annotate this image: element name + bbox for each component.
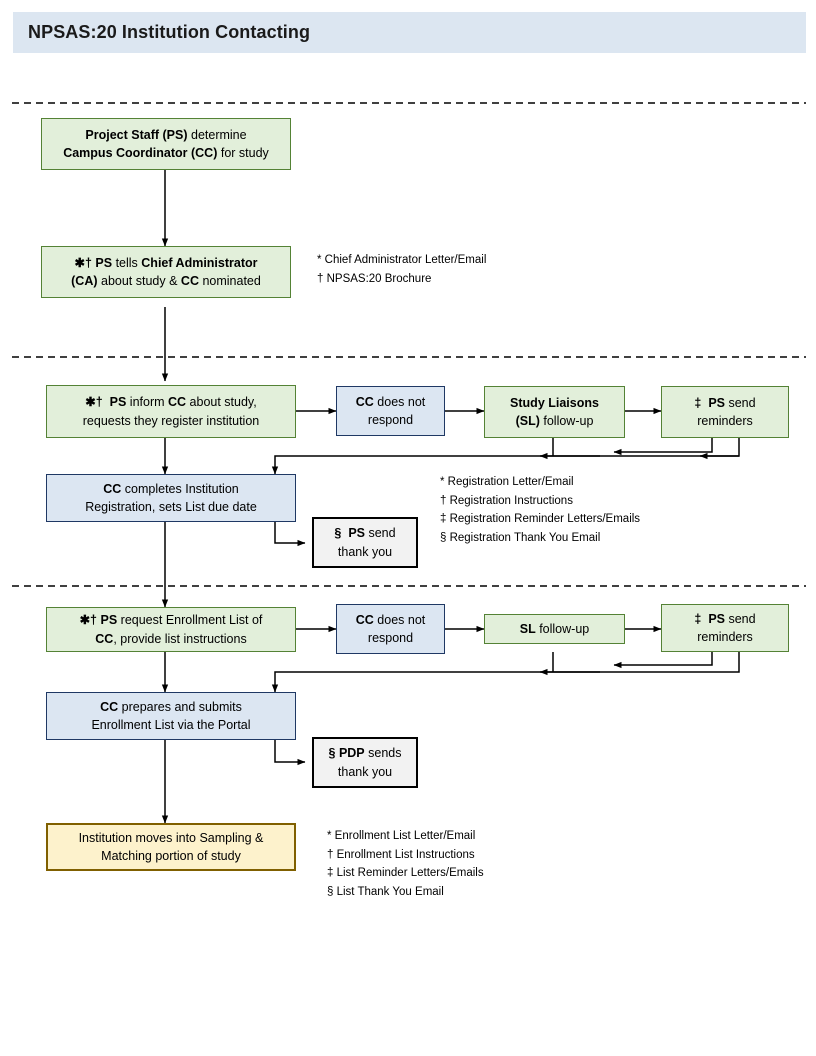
node-line-1: Study Liaisons [510,395,599,410]
node-line-2: Campus Coordinator (CC) for study [63,146,269,160]
node-line-2: Matching portion of study [101,849,241,863]
node-line-2: (SL) follow-up [515,414,594,428]
wire-psreminders-loop-to-sl3 [613,652,713,669]
page-title-bar: NPSAS:20 Institution Contacting [13,12,806,53]
legend-row: † NPSAS:20 Brochure [317,272,432,285]
legend-row: ‡ List Reminder Letters/Emails [327,867,484,880]
node-ps-request-enrollment-list[interactable]: ✱† PS request Enrollment List of CC, pro… [46,607,296,652]
node-ps-send-reminders-enrollment[interactable]: ‡ PS send reminders [661,604,789,652]
node-line-2: reminders [697,630,753,644]
node-ps-tells-chief-administrator[interactable]: ✱† PS tells Chief Administrator (CA) abo… [41,246,291,298]
node-line-1: § PDP sends [328,746,402,761]
node-line-2: (CA) about study & CC nominated [71,274,261,288]
node-sl-followup-enrollment[interactable]: SL follow-up [484,614,625,644]
node-line-1: CC prepares and submits [100,699,242,714]
legend-row: † Registration Instructions [440,494,573,507]
wire-feedback-bar-section3 [271,652,740,693]
node-line-2: respond [367,413,414,427]
legend-row: § Registration Thank You Email [440,531,601,544]
node-line-1: ✱† PS inform CC about study, [85,395,257,410]
node-line-1: CC completes Institution [103,481,239,496]
node-line-2: reminders [697,414,753,428]
node-line-1: ✱† PS request Enrollment List of [79,613,263,628]
legend-section-3: * Enrollment List Letter/Email † Enrollm… [327,827,484,902]
node-line-2: requests they register institution [82,413,260,428]
legend-row: † Enrollment List Instructions [327,848,475,861]
legend-row: * Enrollment List Letter/Email [327,830,476,842]
page-title: NPSAS:20 Institution Contacting [28,22,311,42]
node-ps-inform-cc-register[interactable]: ✱† PS inform CC about study, requests th… [46,385,296,438]
node-line-1: ‡ PS send [694,611,756,626]
node-line-2: thank you [337,764,393,779]
node-line-1: SL follow-up [519,621,590,636]
node-ps-send-reminders-registration[interactable]: ‡ PS send reminders [661,386,789,438]
node-study-liaisons-followup[interactable]: Study Liaisons (SL) follow-up [484,386,625,438]
wire-cccompletes-to-psthankyou [274,522,306,547]
node-line-2: thank you [337,544,393,559]
node-line-1: § PS send [334,526,396,541]
node-line-2: CC, provide list instructions [95,631,247,646]
legend-row: § List Thank You Email [327,885,444,898]
node-pdp-sends-thank-you[interactable]: § PDP sends thank you [312,737,418,788]
node-line-1: ‡ PS send [694,395,756,410]
node-cc-does-not-respond-registration[interactable]: CC does not respond [336,386,445,436]
node-line-1: Institution moves into Sampling & [78,830,264,845]
node-line-2: Enrollment List via the Portal [91,718,251,732]
wire-psreminders-loop-to-sl [613,438,713,456]
wire-ccprepares-to-pdpthankyou [274,740,306,766]
node-determine-campus-coordinator[interactable]: Project Staff (PS) determine Campus Coor… [41,118,291,170]
node-ps-send-thank-you[interactable]: § PS send thank you [312,517,418,568]
node-line-1: CC does not [355,394,426,409]
legend-section-1: * Chief Administrator Letter/Email † NPS… [317,251,486,288]
node-line-1: CC does not [355,612,426,627]
node-line-1: ✱† PS tells Chief Administrator [74,255,258,270]
node-cc-prepares-enrollment-list[interactable]: CC prepares and submits Enrollment List … [46,692,296,740]
legend-row: * Chief Administrator Letter/Email [317,254,487,266]
node-line-2: Registration, sets List due date [85,500,257,514]
legend-section-2: * Registration Letter/Email † Registrati… [440,473,640,548]
node-cc-completes-registration[interactable]: CC completes Institution Registration, s… [46,474,296,522]
node-institution-moves-into-sampling[interactable]: Institution moves into Sampling & Matchi… [46,823,296,871]
node-line-2: respond [367,631,414,645]
node-cc-does-not-respond-enrollment[interactable]: CC does not respond [336,604,445,654]
legend-row: * Registration Letter/Email [440,476,574,488]
wire-feedback-bar-section2 [271,438,740,475]
legend-row: ‡ Registration Reminder Letters/Emails [440,513,641,526]
node-line-1: Project Staff (PS) determine [85,127,247,142]
